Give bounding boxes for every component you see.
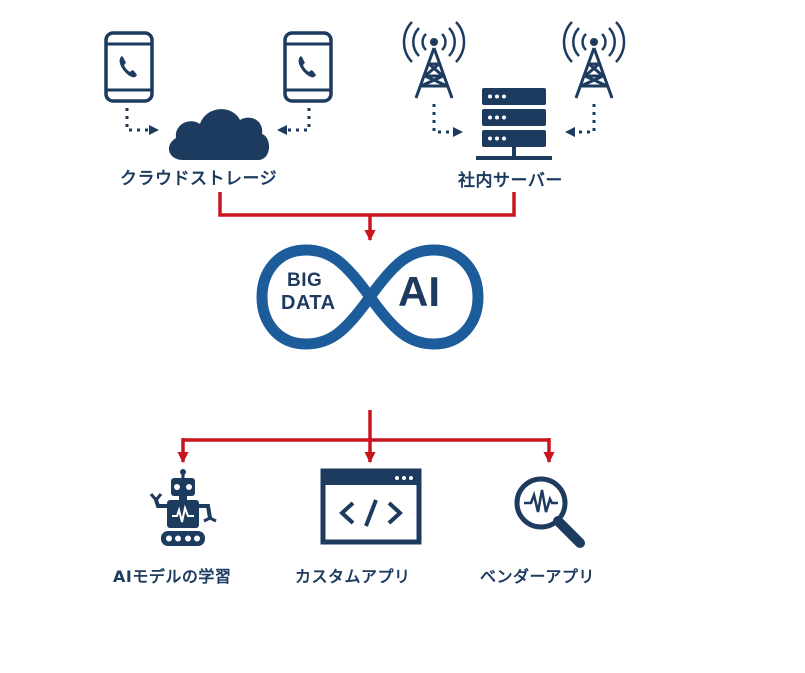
dotted-arrow bbox=[125, 108, 160, 136]
ai-model-learning-label: AIモデルの学習 bbox=[113, 567, 232, 586]
smartphone-icon bbox=[283, 31, 333, 103]
server-icon bbox=[476, 88, 552, 160]
big-label: BIG bbox=[287, 270, 323, 291]
cell-tower-icon bbox=[402, 21, 466, 99]
vendor-app-label: ベンダーアプリ bbox=[480, 567, 595, 586]
cloud-icon bbox=[168, 109, 270, 160]
magnifier-waveform-icon bbox=[514, 476, 585, 548]
smartphone-icon bbox=[104, 31, 154, 103]
dotted-arrow bbox=[564, 104, 596, 138]
data-label: DATA bbox=[281, 292, 336, 314]
dotted-arrow bbox=[432, 104, 464, 138]
cloud-storage-label: クラウドストレージ bbox=[120, 169, 278, 189]
cell-tower-icon bbox=[562, 21, 626, 99]
code-window-icon bbox=[320, 468, 422, 545]
vendor-app-label-clip: ベンダーアプリ bbox=[478, 560, 623, 588]
custom-app-label: カスタムアプリ bbox=[295, 567, 411, 586]
ai-label: AI bbox=[398, 268, 440, 315]
flow-connector bbox=[218, 192, 516, 217]
company-server-label: 社内サーバー bbox=[458, 171, 563, 191]
bigdata-ai-infinity-logo bbox=[256, 244, 484, 350]
dotted-arrow bbox=[276, 108, 311, 136]
robot-icon bbox=[149, 469, 217, 546]
